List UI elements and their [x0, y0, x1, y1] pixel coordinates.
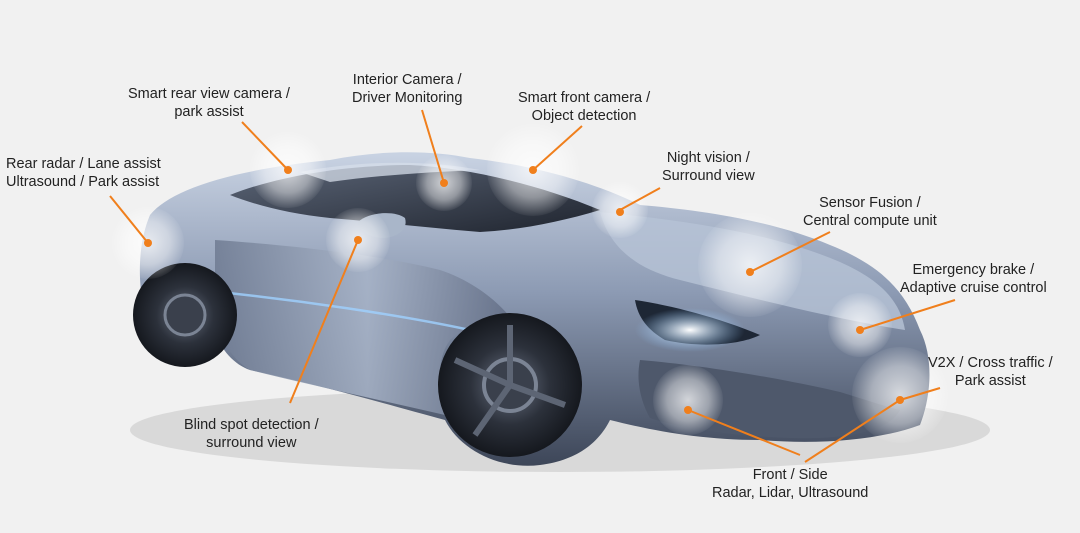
label-line: Smart front camera / — [518, 90, 651, 106]
dot-v2x — [896, 396, 904, 404]
glow-sensor-fusion — [698, 213, 802, 317]
leader-rear-camera — [241, 121, 289, 171]
label-night-vision: Night vision / Surround view — [662, 149, 755, 185]
car-side-panel — [215, 240, 520, 415]
glow-front-side — [653, 365, 723, 435]
label-line: park assist — [174, 104, 244, 120]
label-line: Front / Side — [752, 467, 828, 483]
label-line: Surround view — [662, 168, 755, 184]
dot-rear-camera — [284, 166, 292, 174]
dot-front-side — [684, 406, 692, 414]
label-v2x: V2X / Cross traffic / Park assist — [928, 354, 1053, 390]
leader-blind-spot — [289, 239, 359, 404]
rear-wheel-hub — [163, 293, 207, 337]
leader-interior-camera — [421, 109, 445, 184]
sensor-glows — [112, 124, 948, 443]
label-emergency-brake: Emergency brake / Adaptive cruise contro… — [900, 261, 1047, 297]
leader-v2x — [899, 387, 941, 401]
label-line: Ultrasound / Park assist — [6, 174, 160, 190]
dot-emergency-brake — [856, 326, 864, 334]
leader-front-side — [687, 409, 801, 456]
label-line: Emergency brake / — [912, 262, 1035, 278]
front-wheel-spokes — [453, 325, 567, 437]
label-sensor-fusion: Sensor Fusion / Central compute unit — [803, 194, 937, 230]
label-interior-camera: Interior Camera / Driver Monitoring — [352, 71, 462, 107]
leader-sensor-fusion — [749, 231, 831, 273]
label-line: Rear radar / Lane assist — [6, 156, 161, 172]
headlight-glow — [635, 308, 745, 352]
leader-night-vision — [619, 187, 661, 211]
label-line: Night vision / — [666, 150, 750, 166]
leader-lines — [109, 109, 956, 463]
dot-interior-camera — [440, 179, 448, 187]
dot-blind-spot — [354, 236, 362, 244]
dot-rear-radar — [144, 239, 152, 247]
label-line: V2X / Cross traffic / — [928, 355, 1053, 371]
glow-emergency-brake — [828, 293, 892, 357]
glow-v2x — [852, 347, 948, 443]
label-line: Adaptive cruise control — [900, 280, 1047, 296]
label-line: Central compute unit — [803, 213, 937, 229]
label-front-side: Front / Side Radar, Lidar, Ultrasound — [712, 466, 868, 502]
leader-front-camera — [532, 125, 583, 171]
label-rear-camera: Smart rear view camera / park assist — [128, 85, 290, 121]
label-line: Interior Camera / — [352, 72, 462, 88]
label-line: Park assist — [954, 373, 1026, 389]
label-line: Driver Monitoring — [352, 90, 463, 106]
leader-emergency-brake — [859, 299, 956, 331]
dot-night-vision — [616, 208, 624, 216]
label-line: surround view — [206, 435, 297, 451]
label-line: Radar, Lidar, Ultrasound — [712, 485, 869, 501]
leader-rear-radar — [109, 195, 149, 244]
leader-v2x-lower — [804, 399, 901, 463]
label-rear-radar: Rear radar / Lane assist Ultrasound / Pa… — [6, 155, 161, 191]
label-line: Object detection — [531, 108, 637, 124]
label-line: Sensor Fusion / — [819, 195, 921, 211]
label-line: Smart rear view camera / — [128, 86, 290, 102]
light-streak — [199, 288, 471, 332]
sensor-dots — [144, 166, 904, 414]
dot-front-camera — [529, 166, 537, 174]
label-line: Blind spot detection / — [184, 417, 319, 433]
label-blind-spot: Blind spot detection / surround view — [184, 416, 319, 452]
label-front-camera: Smart front camera / Object detection — [518, 89, 650, 125]
dot-sensor-fusion — [746, 268, 754, 276]
